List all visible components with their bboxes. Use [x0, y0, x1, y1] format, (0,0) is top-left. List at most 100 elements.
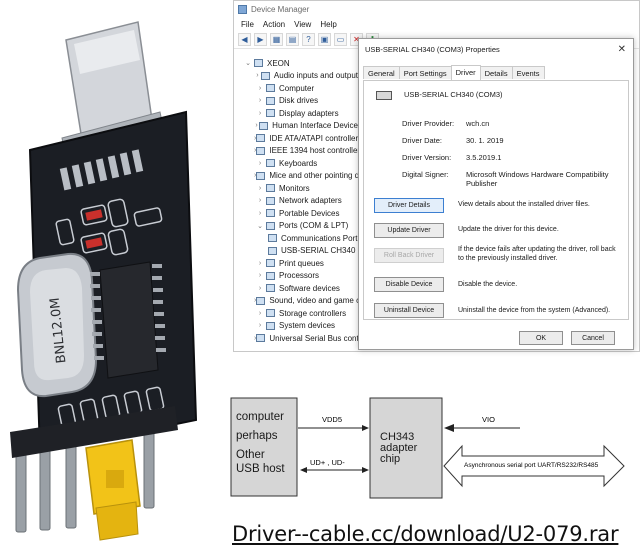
- tree-item[interactable]: › System devices: [242, 320, 362, 333]
- chip-box: [369, 397, 443, 499]
- driver-version-label: Driver Version:: [402, 153, 452, 162]
- ok-button[interactable]: OK: [519, 331, 563, 345]
- tree-item[interactable]: ⌄ XEON: [242, 57, 362, 70]
- view-icon[interactable]: ▤: [286, 33, 299, 46]
- driver-details-button[interactable]: Driver Details: [374, 198, 444, 213]
- chevron-right-icon[interactable]: ›: [255, 122, 258, 130]
- chevron-right-icon[interactable]: ›: [254, 147, 257, 155]
- menu-help[interactable]: Help: [320, 19, 337, 29]
- help-icon[interactable]: ?: [302, 33, 315, 46]
- roll-back-driver-description: If the device fails after updating the d…: [458, 246, 616, 262]
- menu-action[interactable]: Action: [262, 19, 286, 29]
- tree-item[interactable]: ›Mice and other pointing devices: [242, 170, 382, 183]
- tree-item[interactable]: ›Software devices: [242, 282, 362, 295]
- roll-back-driver-button[interactable]: Roll Back Driver: [374, 248, 444, 263]
- tree-item[interactable]: ›Universal Serial Bus controllers: [242, 332, 381, 345]
- chevron-right-icon[interactable]: ›: [254, 334, 257, 342]
- chevron-right-icon[interactable]: ›: [258, 259, 262, 267]
- chevron-right-icon[interactable]: ›: [258, 272, 262, 280]
- tree-item[interactable]: ›IEEE 1394 host controllers: [242, 145, 364, 158]
- chevron-right-icon[interactable]: ›: [254, 134, 257, 142]
- chevron-right-icon[interactable]: ›: [254, 297, 257, 305]
- device-category-icon: [266, 284, 275, 293]
- device-category-icon: [266, 96, 275, 105]
- tree-item[interactable]: ›Storage controllers: [242, 307, 362, 320]
- tree-item[interactable]: › Monitors: [242, 182, 362, 195]
- tab-details[interactable]: Details: [479, 66, 513, 79]
- chip-line: CH343: [380, 431, 415, 443]
- disable-device-button[interactable]: Disable Device: [374, 277, 444, 292]
- tree-item[interactable]: Communications Port (COM1): [242, 232, 388, 245]
- device-category-icon: [266, 309, 275, 318]
- chevron-right-icon[interactable]: ›: [258, 322, 262, 330]
- block-diagram: computer perhaps Other USB host CH343 ad…: [228, 382, 640, 522]
- tree-item[interactable]: › Processors: [242, 270, 362, 283]
- host-text: computer perhaps Other USB host: [236, 408, 285, 479]
- tree-item[interactable]: USB-SERIAL CH340 (COM3): [242, 245, 386, 258]
- host-line: Other: [236, 449, 265, 461]
- tree-item-label: Ports (COM & LPT): [279, 221, 349, 231]
- update-driver-button[interactable]: Update Driver: [374, 223, 444, 238]
- chevron-right-icon[interactable]: ›: [254, 172, 257, 180]
- tab-events[interactable]: Events: [511, 66, 545, 79]
- tree-item-label: Print queues: [279, 258, 324, 268]
- tree-item-label: IDE ATA/ATAPI controllers: [269, 133, 363, 143]
- tab-general[interactable]: General: [363, 66, 400, 79]
- chevron-right-icon[interactable]: ›: [258, 109, 262, 117]
- tree-item-label: Sound, video and game controllers: [269, 296, 393, 306]
- block-diagram-shapes: [230, 397, 625, 499]
- tree-item-label: Processors: [279, 271, 320, 281]
- chevron-right-icon[interactable]: ›: [258, 159, 262, 167]
- tree-item-label: Keyboards: [279, 158, 318, 168]
- tree-item[interactable]: ⌄ Ports (COM & LPT): [242, 220, 362, 233]
- tree-item-label: Monitors: [279, 183, 310, 193]
- uninstall-device-button[interactable]: Uninstall Device: [374, 303, 444, 318]
- back-icon[interactable]: ◀: [238, 33, 251, 46]
- ch340-chip: [90, 261, 166, 379]
- driver-download-link[interactable]: Driver--cable.cc/download/U2-079.rar: [232, 522, 619, 546]
- tree-item-label: XEON: [267, 58, 290, 68]
- tree-item[interactable]: ›Display adapters: [242, 107, 362, 120]
- tree-item[interactable]: ›Disk drives: [242, 95, 362, 108]
- device-category-icon: [266, 259, 275, 268]
- device-category-icon: [259, 121, 269, 130]
- device-category-icon: [266, 159, 275, 168]
- monitor-icon[interactable]: ▭: [334, 33, 347, 46]
- chevron-down-icon[interactable]: ⌄: [257, 222, 263, 230]
- tree-item-label: Audio inputs and outputs: [273, 71, 362, 81]
- cancel-button[interactable]: Cancel: [571, 331, 615, 345]
- chevron-right-icon[interactable]: ›: [258, 84, 262, 92]
- driver-provider-label: Driver Provider:: [402, 119, 455, 128]
- chevron-right-icon[interactable]: ›: [258, 209, 262, 217]
- chevron-right-icon[interactable]: ›: [258, 309, 262, 317]
- device-category-icon: [256, 171, 266, 180]
- tree-item[interactable]: › Print queues: [242, 257, 362, 270]
- device-category-icon: [256, 146, 266, 155]
- close-icon[interactable]: ✕: [617, 43, 626, 55]
- chevron-down-icon[interactable]: ⌄: [245, 60, 251, 68]
- tab-driver[interactable]: Driver: [450, 65, 481, 80]
- tree-item[interactable]: › Sound, video and game controllers: [242, 295, 393, 308]
- chevron-right-icon[interactable]: ›: [258, 97, 262, 105]
- update-driver-icon[interactable]: ▣: [318, 33, 331, 46]
- device-tree: ⌄XEON›Audio inputs and outputs›Computer›…: [242, 57, 393, 345]
- tree-item[interactable]: › IDE ATA/ATAPI controllers: [242, 132, 362, 145]
- tree-item-label: System devices: [279, 321, 336, 331]
- tab-port-settings[interactable]: Port Settings: [398, 66, 452, 79]
- tree-item[interactable]: › Audio inputs and outputs: [242, 70, 362, 83]
- chevron-right-icon[interactable]: ›: [258, 284, 262, 292]
- tree-item[interactable]: ›Human Interface Devices: [242, 120, 362, 133]
- menu-file[interactable]: File: [241, 19, 254, 29]
- properties-titlebar: USB-SERIAL CH340 (COM3) Properties ✕: [359, 39, 633, 59]
- tree-item[interactable]: ›Portable Devices: [242, 207, 362, 220]
- menu-view[interactable]: View: [294, 19, 312, 29]
- chevron-right-icon[interactable]: ›: [258, 197, 262, 205]
- tree-item[interactable]: ›Computer: [242, 82, 362, 95]
- forward-icon[interactable]: ▶: [254, 33, 267, 46]
- chevron-right-icon[interactable]: ›: [258, 184, 262, 192]
- tree-item[interactable]: › Keyboards: [242, 157, 362, 170]
- chevron-right-icon[interactable]: ›: [256, 72, 259, 80]
- tree-item[interactable]: ›Network adapters: [242, 195, 362, 208]
- properties-icon[interactable]: ▦: [270, 33, 283, 46]
- tree-item-label: Communications Port (COM1): [281, 233, 389, 243]
